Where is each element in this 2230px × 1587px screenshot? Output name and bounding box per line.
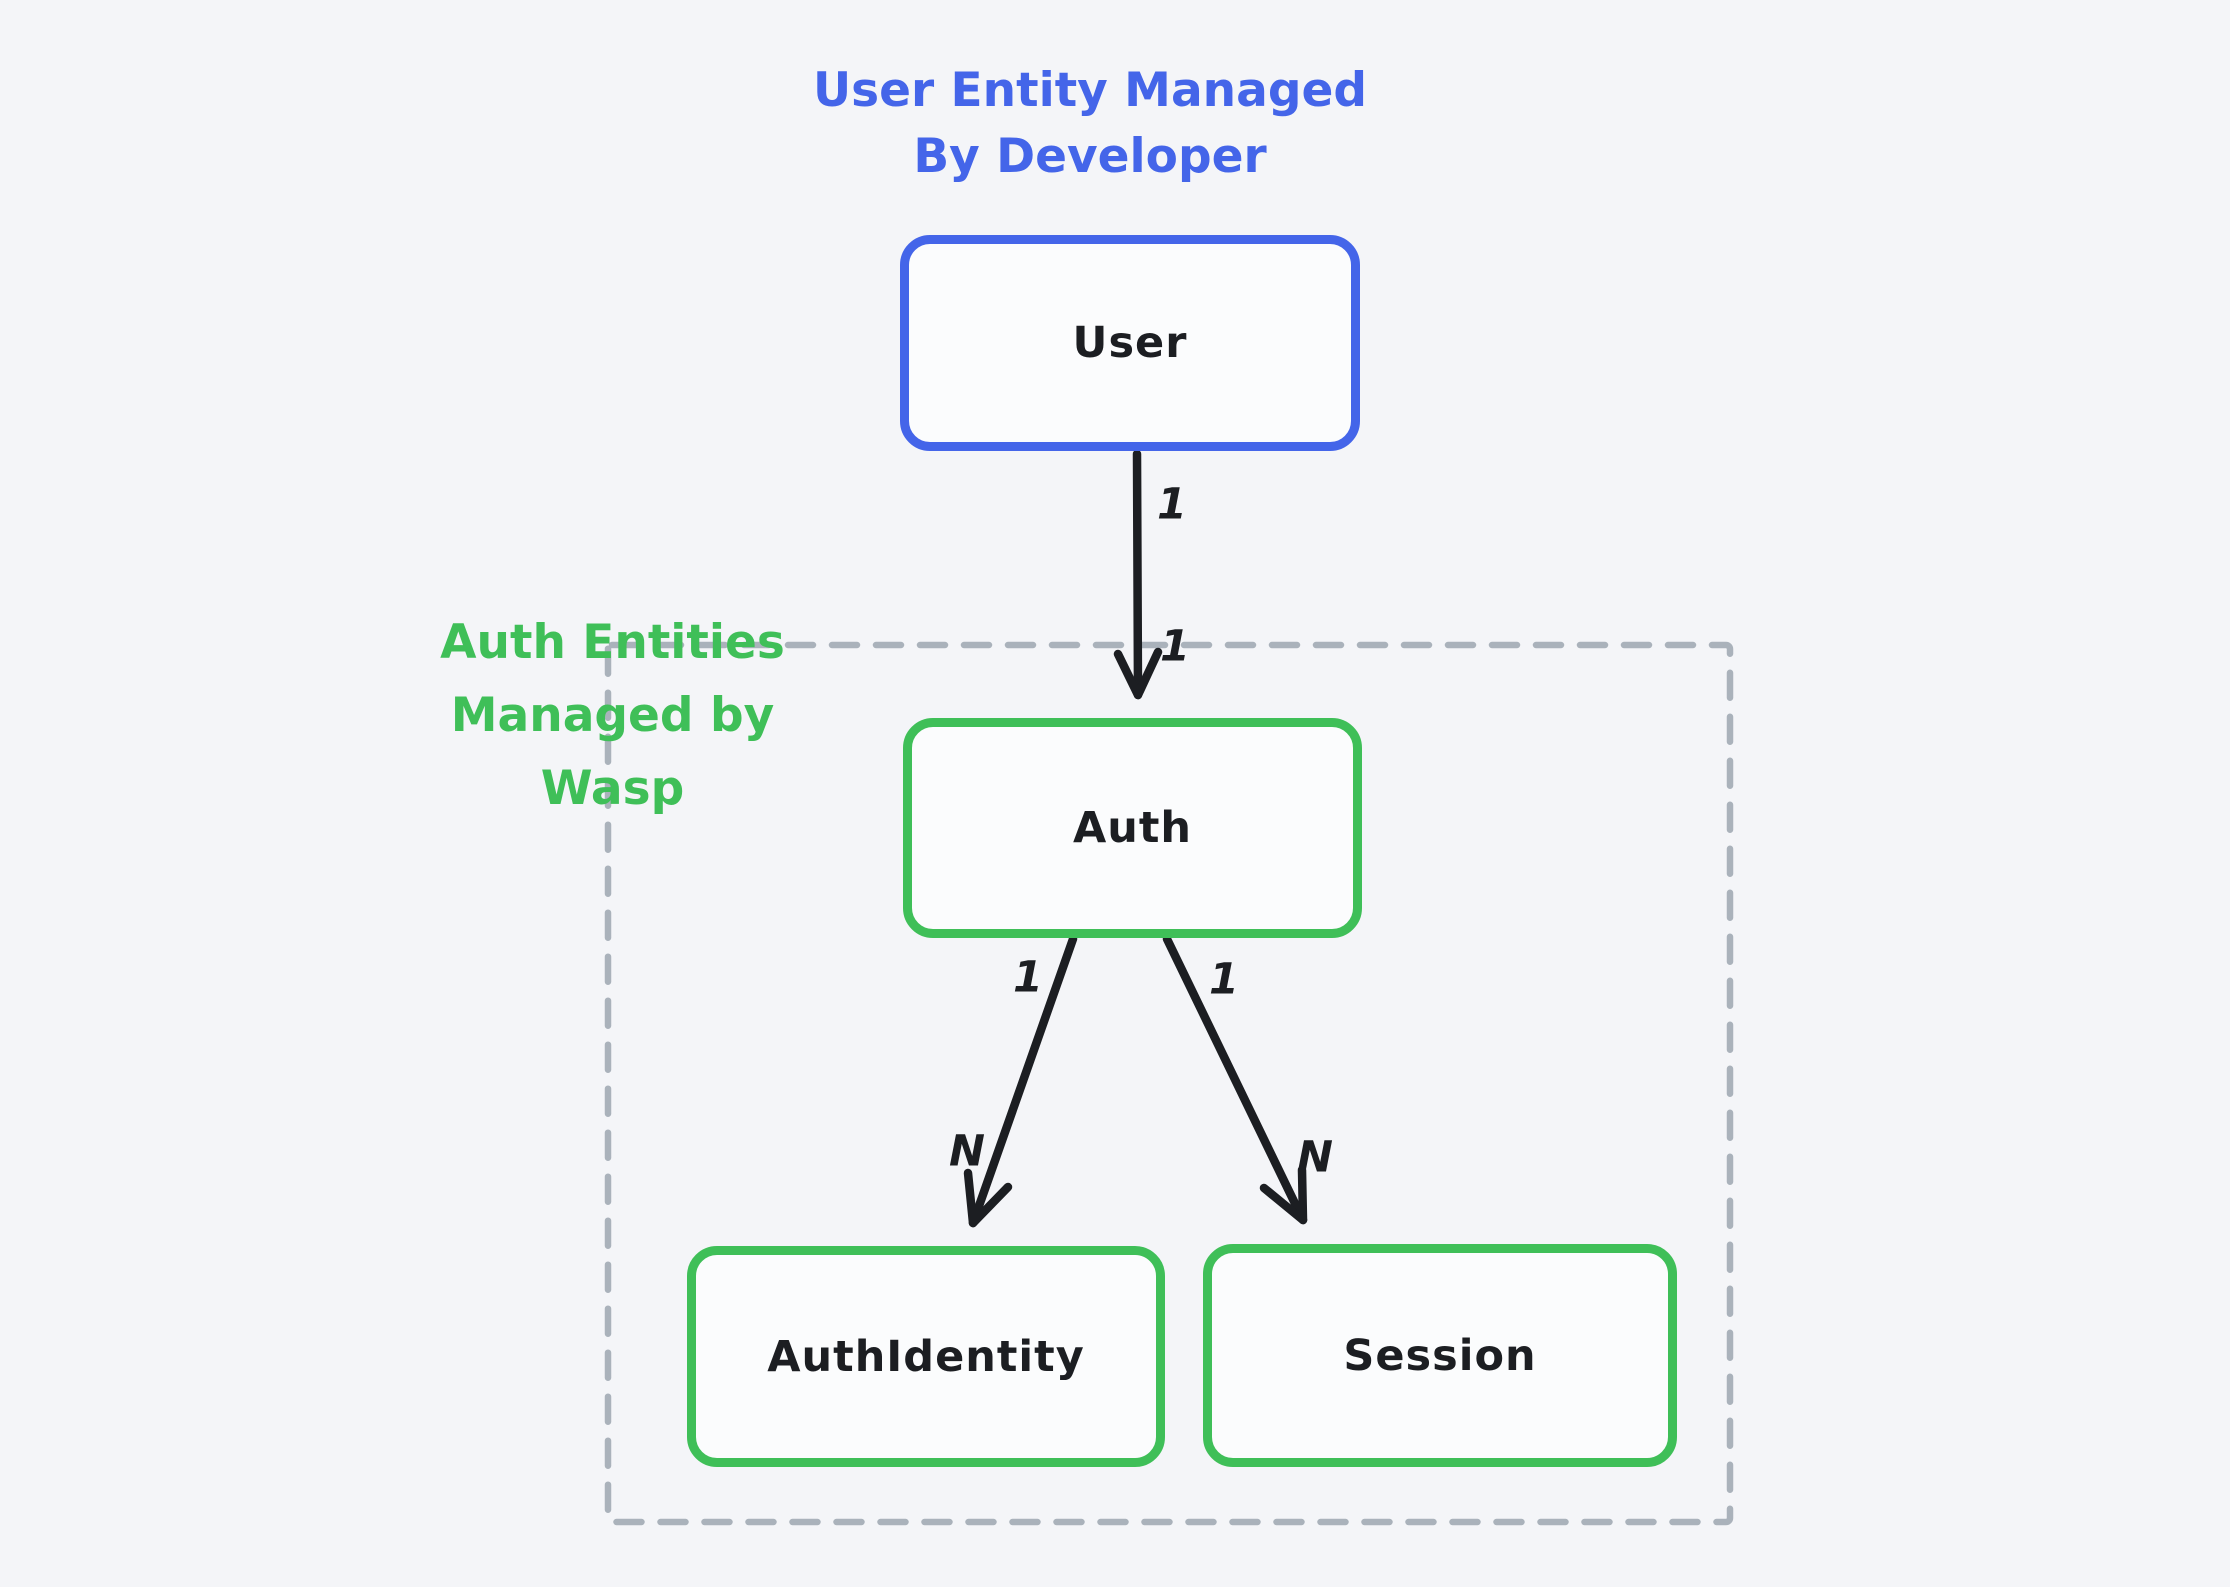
- edge-user-auth-target-cardinality: 1: [1160, 621, 1190, 672]
- title-user-entity-managed: User Entity Managed By Developer: [813, 63, 1367, 184]
- node-session-label: Session: [1343, 1330, 1537, 1381]
- arrowhead-down-left-icon: [963, 1168, 1013, 1228]
- arrowhead-down-icon: [1113, 647, 1163, 700]
- arrowhead-down-right-icon: [1259, 1165, 1308, 1225]
- node-auth-identity-label: AuthIdentity: [767, 1331, 1085, 1382]
- group-label-auth-entities: Auth Entities Managed by Wasp: [440, 615, 785, 816]
- edge-auth-session-source-cardinality: 1: [1209, 954, 1239, 1005]
- edge-auth-to-authidentity-arrow: [963, 934, 1078, 1228]
- node-user: User: [900, 235, 1360, 451]
- edge-auth-session-target-cardinality: N: [1297, 1132, 1333, 1183]
- edge-auth-authidentity-target-cardinality: N: [949, 1126, 985, 1177]
- auth-group-boundary: [604, 641, 1734, 1526]
- node-auth-identity: AuthIdentity: [687, 1246, 1165, 1467]
- edge-auth-to-session-arrow: [1162, 934, 1308, 1225]
- node-auth-label: Auth: [1072, 803, 1193, 853]
- edge-auth-authidentity-source-cardinality: 1: [1013, 952, 1043, 1003]
- edge-user-to-auth-arrow: [1113, 449, 1163, 700]
- edge-user-auth-source-cardinality: 1: [1157, 479, 1187, 530]
- node-auth: Auth: [903, 718, 1362, 938]
- node-user-label: User: [1072, 318, 1188, 368]
- node-session: Session: [1203, 1244, 1677, 1467]
